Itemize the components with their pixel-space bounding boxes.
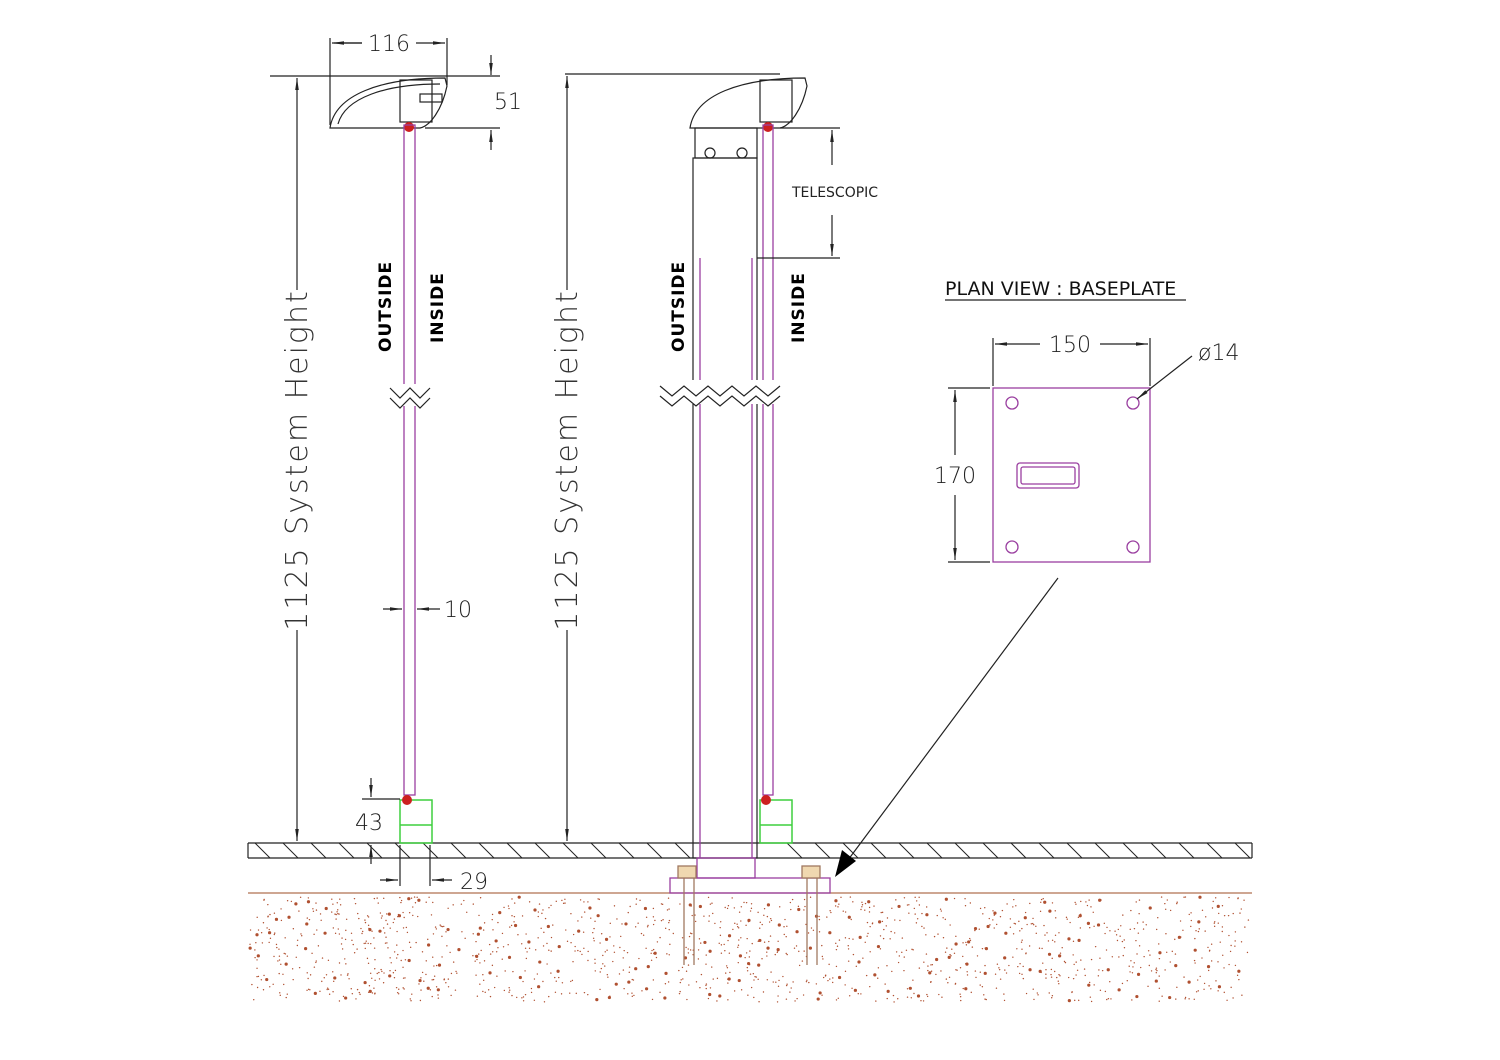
right-base-channel [759,795,793,844]
right-handrail [689,77,808,159]
baseplate-and-anchors [669,857,831,965]
glass-thickness-dim: 10 [444,598,472,623]
baseplate-plan-view: PLAN VIEW : BASEPLATE 150 170 ø14 [835,278,1239,877]
left-handrail [329,77,448,132]
left-base-channel [399,795,433,844]
handrail-height-dim: 51 [494,90,522,115]
left-outside-label: OUTSIDE [376,261,396,352]
plate-height-dim: 170 [934,464,976,489]
channel-height-dim: 43 [355,811,383,836]
handrail-width-dim: 116 [368,32,410,57]
left-glass-panel [389,124,431,796]
telescopic-post [659,124,790,859]
left-inside-label: INSIDE [428,272,448,343]
floor-slab [247,842,1253,859]
concrete-substrate [248,892,1252,1003]
right-dimensions: 1125 System Height TELESCOPIC OUTSIDE IN… [550,73,878,841]
hole-diameter-dim: ø14 [1198,341,1239,366]
right-inside-label: INSIDE [789,272,809,343]
telescopic-label: TELESCOPIC [791,185,878,201]
left-system-height-dim: 1125 System Height [280,289,315,630]
right-system-height-dim: 1125 System Height [550,289,585,630]
plan-view-title: PLAN VIEW : BASEPLATE [945,278,1176,300]
left-dimensions: 116 51 1125 System Height 10 43 29 OUTSI… [270,32,522,895]
channel-width-dim: 29 [460,870,488,895]
plate-width-dim: 150 [1049,333,1091,358]
right-outside-label: OUTSIDE [669,261,689,352]
leader-arrow [835,850,856,877]
